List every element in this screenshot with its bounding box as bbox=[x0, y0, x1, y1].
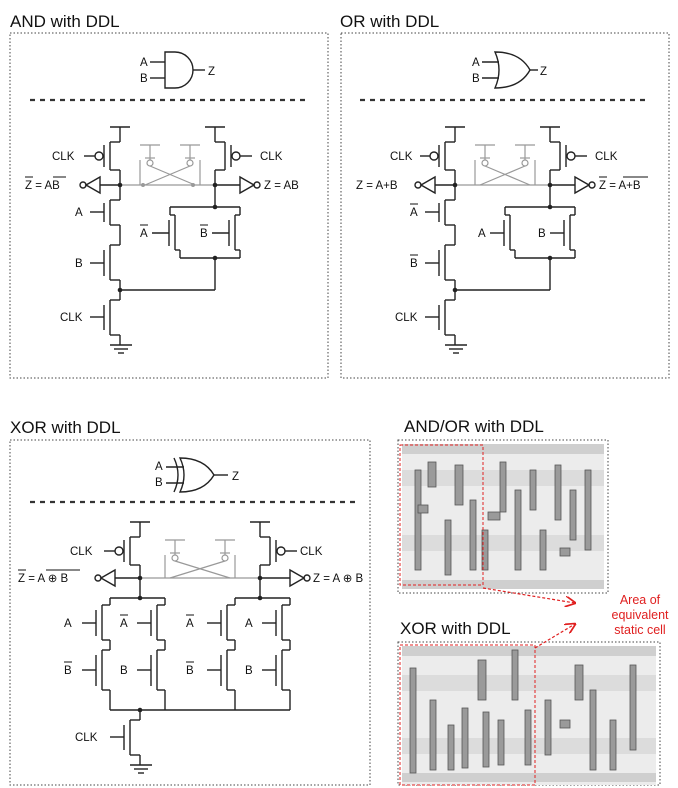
and-clk-right: CLK bbox=[260, 151, 283, 163]
and-clk-left: CLK bbox=[52, 151, 75, 163]
xor-clk-left: CLK bbox=[70, 546, 93, 558]
xor-input-b-1: B bbox=[120, 665, 128, 677]
or-clk-right: CLK bbox=[595, 151, 618, 163]
or-gate-output: Z bbox=[540, 66, 547, 78]
xor-layout-title: XOR with DDL bbox=[400, 619, 511, 638]
xor-panel-border bbox=[9, 439, 371, 786]
or-panel-border bbox=[340, 32, 670, 379]
and-title: AND with DDL bbox=[10, 12, 120, 31]
annotation-line-3: static cell bbox=[614, 623, 665, 637]
xor-layout bbox=[397, 641, 661, 786]
or-gate-icon bbox=[482, 51, 538, 89]
xor-out-left: Z = A ⊕ B bbox=[18, 573, 69, 585]
and-input-bbar: B bbox=[200, 228, 208, 240]
xor-input-abar-1: A bbox=[120, 618, 128, 630]
or-gate-input-a: A bbox=[472, 57, 480, 69]
xor-input-bbar-1: B bbox=[64, 665, 72, 677]
xor-schematic bbox=[82, 521, 311, 774]
xor-input-bbar-2: B bbox=[186, 665, 194, 677]
xor-out-right: Z = A ⊕ B bbox=[313, 573, 364, 585]
and-gate-input-a: A bbox=[140, 57, 148, 69]
xor-input-b-2: B bbox=[245, 665, 253, 677]
or-input-b: B bbox=[538, 228, 546, 240]
xor-clk-bottom: CLK bbox=[75, 732, 98, 744]
xor-gate-input-a: A bbox=[155, 461, 163, 473]
annotation-line-1: Area of bbox=[620, 593, 661, 607]
xor-input-abar-2: A bbox=[186, 618, 194, 630]
and-input-a: A bbox=[75, 207, 83, 219]
or-panel: OR with DDL A B Z bbox=[340, 12, 670, 379]
or-input-bbar: B bbox=[410, 258, 418, 270]
and-out-left: Z = AB bbox=[25, 180, 60, 192]
or-out-right: Z = A+B bbox=[599, 180, 641, 192]
or-out-left: Z = A+B bbox=[356, 180, 398, 192]
andor-layout bbox=[397, 439, 609, 594]
and-out-right: Z = AB bbox=[264, 180, 299, 192]
and-gate-icon bbox=[150, 51, 205, 89]
xor-clk-right: CLK bbox=[300, 546, 323, 558]
xor-gate-output: Z bbox=[232, 471, 239, 483]
xor-input-a-1: A bbox=[64, 618, 72, 630]
or-input-abar: A bbox=[410, 207, 418, 219]
xor-gate-input-b: B bbox=[155, 477, 163, 489]
or-input-a: A bbox=[478, 228, 486, 240]
or-clk-left: CLK bbox=[390, 151, 413, 163]
or-title: OR with DDL bbox=[340, 12, 439, 31]
or-clk-bottom: CLK bbox=[395, 312, 418, 324]
and-clk-bottom: CLK bbox=[60, 312, 83, 324]
or-gate-input-b: B bbox=[472, 73, 480, 85]
and-gate-input-b: B bbox=[140, 73, 148, 85]
and-schematic bbox=[79, 126, 261, 354]
xor-input-a-2: A bbox=[245, 618, 253, 630]
xor-panel: XOR with DDL A B Z bbox=[9, 418, 371, 786]
and-panel-border bbox=[9, 32, 329, 379]
xor-gate-icon bbox=[166, 457, 228, 493]
andor-layout-title: AND/OR with DDL bbox=[404, 417, 544, 436]
xor-title: XOR with DDL bbox=[10, 418, 121, 437]
and-input-b: B bbox=[75, 258, 83, 270]
and-gate-output: Z bbox=[208, 66, 215, 78]
and-panel: AND with DDL A B Z bbox=[9, 12, 329, 379]
equivalent-area-arrows bbox=[482, 587, 575, 649]
and-input-abar: A bbox=[140, 228, 148, 240]
or-schematic bbox=[414, 126, 596, 354]
annotation-line-2: equivalent bbox=[612, 608, 670, 622]
